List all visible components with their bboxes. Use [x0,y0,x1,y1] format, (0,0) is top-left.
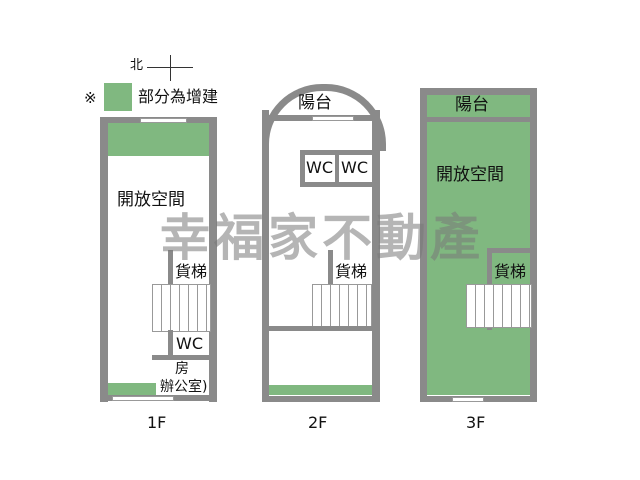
north-arrow-cross [170,55,171,81]
room-label: 房 [175,361,189,377]
floor-label: 3F [466,413,486,432]
room-label: 貨梯 [494,262,527,281]
legend-label: 部分為增建 [138,87,219,106]
legend-mark: ※ [84,89,97,107]
green-swatch [104,83,132,111]
floor-label: 2F [308,413,328,432]
room-label: WC [306,158,333,177]
room-label: 開放空間 [436,165,504,185]
room-label: 開放空間 [117,190,185,210]
watermark: 幸福家不動產 [160,209,484,267]
room-label: 陽台 [455,95,489,115]
room-label: 貨梯 [335,262,368,281]
room-label: WC [341,158,368,177]
room-label: 辦公室) [160,379,208,395]
room-label: 陽台 [298,93,332,113]
floor-label: 1F [147,413,167,432]
room-label: 貨梯 [175,262,208,281]
room-label: WC [176,334,203,353]
north-label: 北 [130,58,144,73]
